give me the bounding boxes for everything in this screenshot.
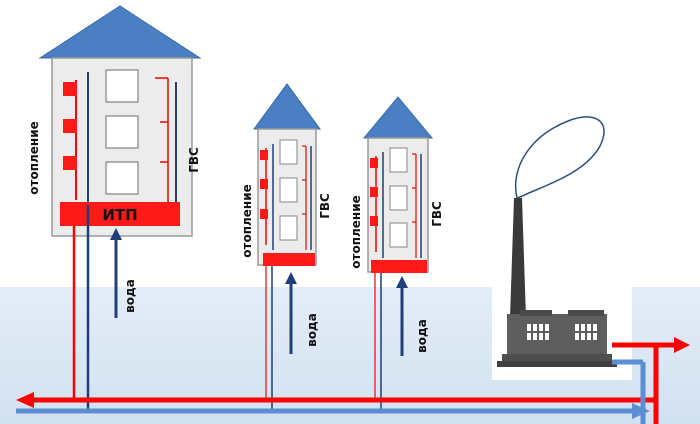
heating-mains (16, 345, 659, 424)
plant-roof-right (568, 310, 604, 316)
building-large: ИТП отопление ГВС (27, 5, 202, 237)
heating-label-large: отопление (27, 121, 41, 195)
water-inlet-medium-1: вода (285, 272, 319, 354)
window (389, 222, 408, 248)
roof (362, 96, 434, 139)
plant-base (502, 354, 612, 361)
supply-arrow-left (16, 392, 34, 408)
plant-base-lower (497, 361, 617, 367)
window (105, 115, 139, 149)
building-medium-2: отопление ГВС (349, 96, 444, 273)
plant-pipes (612, 337, 690, 365)
window (105, 69, 139, 103)
itp-label: ИТП (102, 206, 137, 224)
radiator (63, 119, 77, 133)
power-plant (492, 116, 632, 380)
window (279, 139, 298, 165)
water-label: вода (415, 319, 429, 353)
heating-label: отопление (349, 195, 363, 269)
window (389, 147, 408, 173)
plant-roof-left (520, 310, 552, 316)
itp-unit (60, 202, 180, 226)
radiator (370, 187, 378, 197)
plant-supply-arrow (674, 337, 690, 353)
radiator (260, 179, 268, 189)
roof (253, 83, 321, 130)
heat-unit (263, 253, 315, 266)
water-label: вода (305, 313, 319, 347)
hot-water-label: ГВС (430, 201, 444, 227)
radiator (63, 156, 77, 170)
heating-label: отопление (240, 184, 254, 258)
window (105, 161, 139, 195)
smoke-plume (515, 116, 605, 199)
water-label-large: вода (123, 279, 137, 313)
window (389, 185, 408, 211)
radiator (370, 216, 378, 226)
water-inlet-medium-2: вода (396, 276, 429, 356)
branch-pipes (72, 205, 382, 410)
window (279, 215, 298, 241)
chimney (510, 198, 526, 318)
hot-water-label: ГВС (318, 193, 332, 219)
heat-unit (371, 260, 427, 273)
water-inlet-large: вода (110, 228, 137, 318)
radiator (260, 209, 268, 219)
hot-water-label-large: ГВС (187, 147, 201, 173)
building-medium-1: отопление ГВС (240, 83, 332, 266)
radiator (63, 82, 77, 96)
plant-hall (507, 314, 607, 354)
radiator (260, 150, 268, 160)
roof-large (38, 5, 202, 59)
window (279, 177, 298, 203)
radiator (370, 158, 378, 168)
